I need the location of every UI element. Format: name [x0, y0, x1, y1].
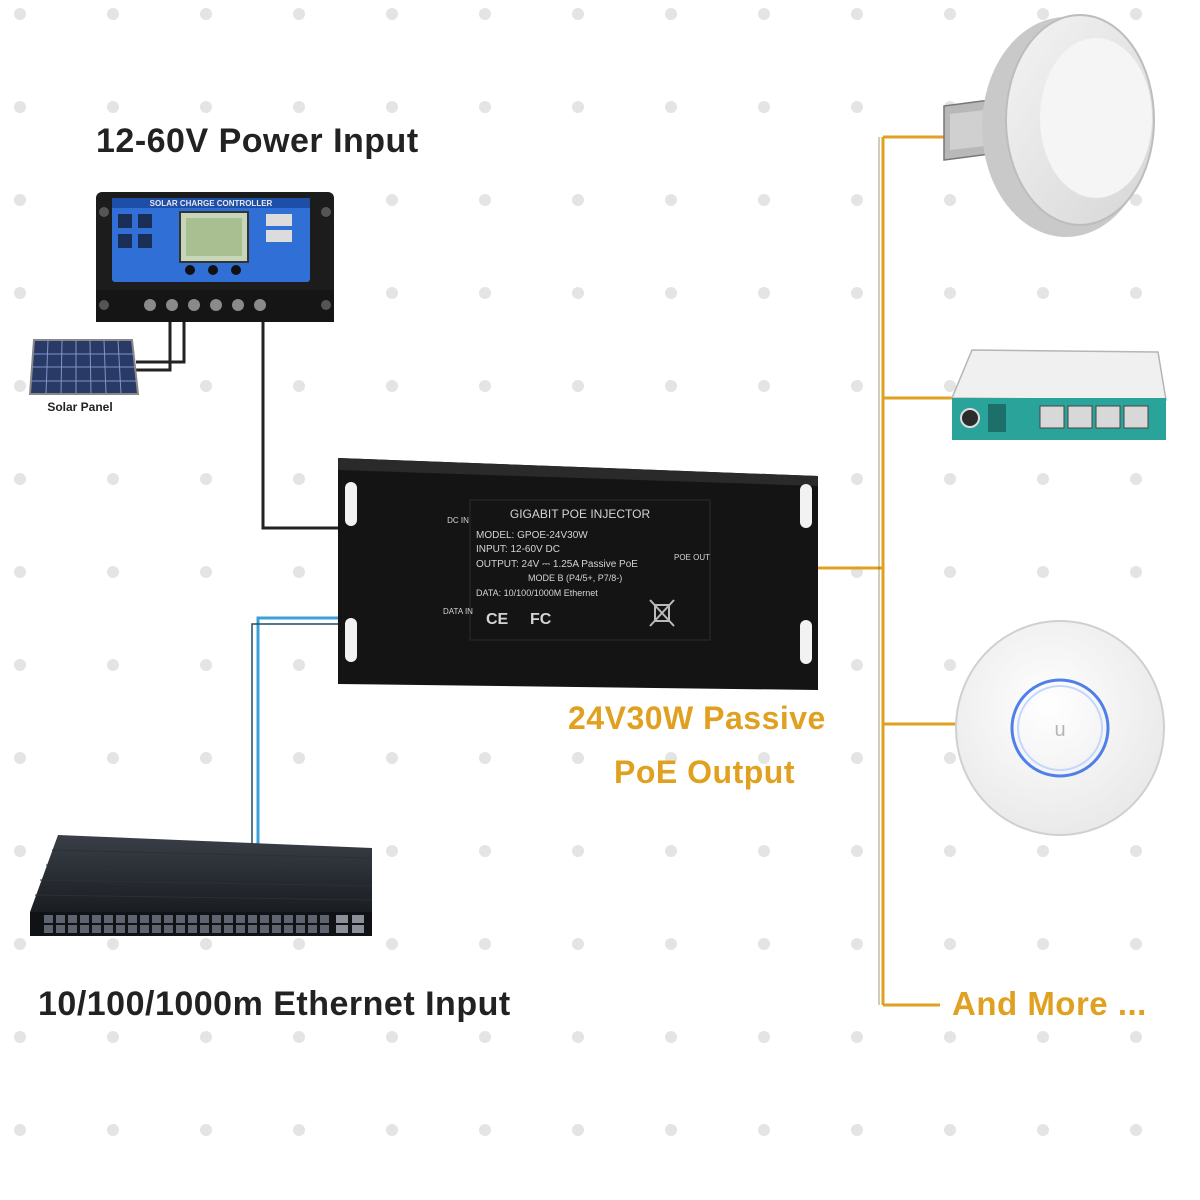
switch-port — [212, 915, 221, 923]
switch-port — [176, 925, 185, 933]
switch-port — [236, 925, 245, 933]
injector-label: DC IN DATA IN POE OUT GIGABIT POE INJECT… — [443, 507, 710, 628]
poe-output-bus — [818, 135, 962, 1007]
switch-port — [80, 925, 89, 933]
switch-port — [116, 915, 125, 923]
switch-port — [236, 915, 245, 923]
switch-port — [248, 915, 257, 923]
switch-port — [212, 925, 221, 933]
solar-cable-1 — [136, 322, 172, 372]
switch-port — [44, 925, 53, 933]
injector-dc-in: DC IN — [447, 516, 469, 525]
injector-poe-out: POE OUT — [674, 553, 710, 562]
switch-port — [164, 925, 173, 933]
switch-port — [260, 925, 269, 933]
ceiling-access-point-icon: u — [955, 620, 1165, 836]
switch-port — [56, 925, 65, 933]
switch-port — [104, 915, 113, 923]
switch-port — [152, 925, 161, 933]
injector-data-in: DATA IN — [443, 607, 473, 616]
solar-cable-2 — [136, 322, 186, 364]
switch-port — [284, 925, 293, 933]
outdoor-cpe-icon — [943, 14, 1155, 237]
power-input-label: 12-60V Power Input — [96, 122, 419, 160]
injector-title: GIGABIT POE INJECTOR — [510, 507, 651, 521]
switch-sfp-port — [336, 915, 348, 923]
router-icon — [950, 349, 1167, 440]
controller-title: SOLAR CHARGE CONTROLLER — [150, 199, 273, 208]
poe-output-label-line2: PoE Output — [614, 754, 795, 790]
poe-output-label-line1: 24V30W Passive — [568, 700, 826, 736]
fc-mark: FC — [530, 611, 552, 628]
switch-port — [188, 915, 197, 923]
switch-port — [140, 925, 149, 933]
switch-port — [224, 925, 233, 933]
switch-port — [44, 915, 53, 923]
ethernet-cable-shadow — [251, 623, 338, 915]
switch-port — [92, 915, 101, 923]
switch-sfp-port — [336, 925, 348, 933]
injector-input: INPUT: 12-60V DC — [476, 544, 560, 555]
injector-output: OUTPUT: 24V ⎓ 1.25A Passive PoE — [476, 559, 638, 570]
switch-port — [116, 925, 125, 933]
switch-port — [92, 925, 101, 933]
switch-port — [308, 925, 317, 933]
switch-port — [68, 915, 77, 923]
switch-port — [56, 915, 65, 923]
ethernet-input-label: 10/100/1000m Ethernet Input — [38, 985, 511, 1023]
switch-port — [80, 915, 89, 923]
ce-mark: CE — [486, 611, 509, 628]
switch-port — [224, 915, 233, 923]
charge-controller-icon — [96, 192, 334, 322]
injector-model: MODEL: GPOE-24V30W — [476, 530, 588, 541]
switch-port — [272, 925, 281, 933]
switch-port — [296, 925, 305, 933]
switch-port — [152, 915, 161, 923]
switch-port — [284, 915, 293, 923]
switch-port — [164, 915, 173, 923]
ethernet-cable — [256, 616, 338, 915]
switch-port — [320, 925, 329, 933]
switch-sfp-port — [352, 925, 364, 933]
switch-port — [68, 925, 77, 933]
switch-port — [128, 925, 137, 933]
solar-panel-icon — [28, 339, 140, 395]
poe-injector-icon — [338, 458, 818, 690]
switch-port — [200, 915, 209, 923]
switch-port — [140, 915, 149, 923]
switch-port — [200, 925, 209, 933]
switch-port — [272, 915, 281, 923]
switch-port — [320, 915, 329, 923]
solar-panel-label: Solar Panel — [47, 400, 112, 414]
and-more-label: And More ... — [952, 985, 1147, 1022]
switch-port — [260, 915, 269, 923]
network-switch-icon — [30, 835, 373, 936]
injector-data: DATA: 10/100/1000M Ethernet — [476, 588, 598, 598]
svg-text:u: u — [1054, 719, 1065, 741]
switch-port — [308, 915, 317, 923]
power-cable — [261, 322, 338, 530]
injector-mode: MODE B (P4/5+, P7/8-) — [528, 573, 622, 583]
switch-port — [296, 915, 305, 923]
switch-port — [128, 915, 137, 923]
switch-port — [176, 915, 185, 923]
switch-port — [104, 925, 113, 933]
switch-sfp-port — [352, 915, 364, 923]
switch-port — [188, 925, 197, 933]
switch-port — [248, 925, 257, 933]
